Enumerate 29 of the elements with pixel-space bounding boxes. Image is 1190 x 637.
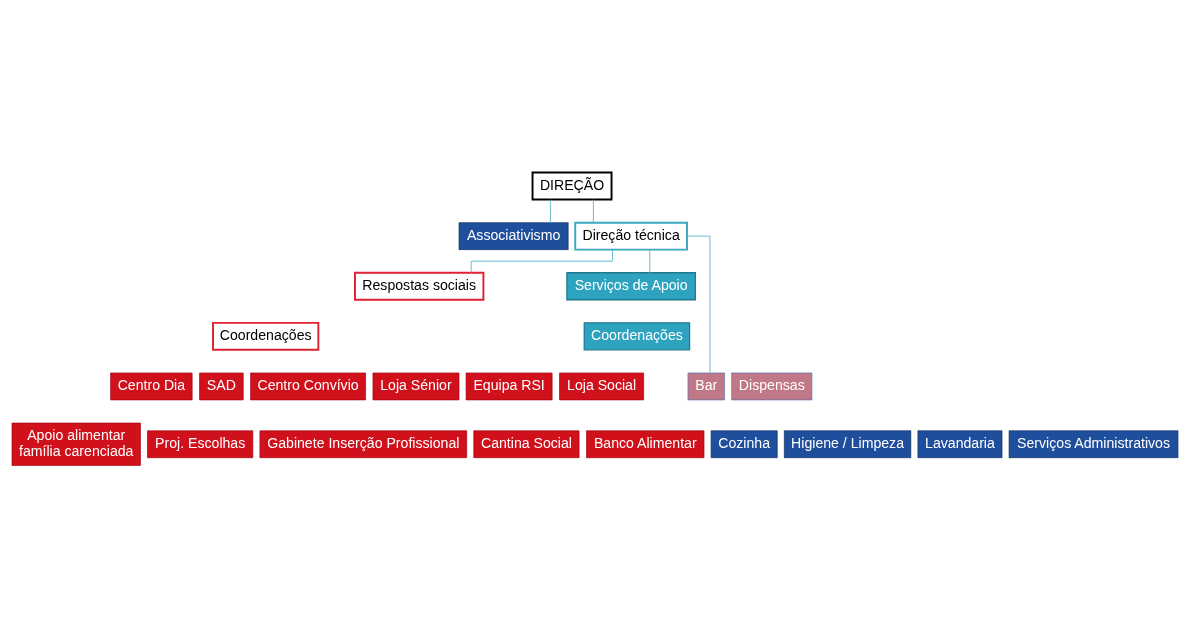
node-box: Dispensas xyxy=(731,372,813,400)
node-box: Equipa RSI xyxy=(465,372,553,400)
node-box: Higiene / Limpeza xyxy=(783,429,912,458)
node-box: Loja Social xyxy=(559,372,644,400)
node-box: Gabinete Inserção Profissional xyxy=(259,429,468,458)
node-box: Coordenações xyxy=(583,321,691,350)
node-box: Lavandaria xyxy=(917,429,1003,458)
connector xyxy=(592,198,594,223)
connector xyxy=(686,235,711,373)
node-box: Serviços de Apoio xyxy=(566,271,696,300)
node-box: Associativismo xyxy=(458,221,569,250)
node-box: Proj. Escolhas xyxy=(147,429,254,458)
node-box: Coordenações xyxy=(212,321,320,351)
node-box: Apoio alimentar família carenciada xyxy=(11,422,141,466)
node-box: Respostas sociais xyxy=(354,271,485,301)
node-box: DIREÇÃO xyxy=(531,171,613,200)
node-box: Centro Dia xyxy=(110,372,193,400)
connector xyxy=(470,248,613,273)
connector xyxy=(649,248,651,273)
node-box: Bar xyxy=(687,372,725,400)
node-box: Centro Convívio xyxy=(250,372,366,400)
connector xyxy=(549,198,551,223)
node-box: Cantina Social xyxy=(473,429,580,458)
node-box: Cozinha xyxy=(710,429,778,458)
node-box: Serviços Administrativos xyxy=(1008,429,1179,458)
node-box: Direção técnica xyxy=(574,221,688,251)
node-box: SAD xyxy=(199,372,244,400)
node-box: Loja Sénior xyxy=(372,372,460,400)
node-box: Banco Alimentar xyxy=(586,429,705,458)
